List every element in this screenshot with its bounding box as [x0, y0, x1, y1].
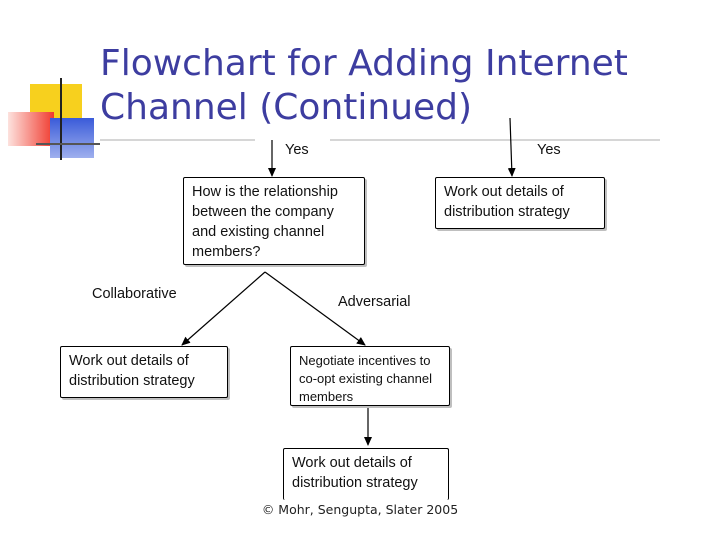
box-distribution-top-right: Work out details of distribution strateg… [435, 177, 605, 229]
box-relationship-question: How is the relationship between the comp… [183, 177, 365, 265]
label-collaborative: Collaborative [92, 286, 177, 302]
copyright-footer: © Mohr, Sengupta, Slater 2005 [261, 502, 459, 517]
box-negotiate-incentives: Negotiate incentives to co-opt existing … [290, 346, 450, 406]
deco-horizontal-line [36, 143, 100, 145]
box-distribution-bottom: Work out details of distribution strateg… [283, 448, 449, 500]
label-yes-right: Yes [537, 142, 561, 158]
arrow-yes-right [507, 117, 516, 177]
arrow-adversarial [264, 271, 366, 346]
arrow-collaborative [181, 271, 266, 346]
box-distribution-left: Work out details of distribution strateg… [60, 346, 228, 398]
page-title: Flowchart for Adding Internet Channel (C… [100, 42, 700, 130]
deco-blue-square [50, 118, 94, 158]
deco-vertical-line [60, 78, 62, 160]
label-yes-left: Yes [285, 142, 309, 158]
label-adversarial: Adversarial [338, 294, 411, 310]
title-line-1: Flowchart for Adding Internet [100, 43, 628, 84]
title-line-2: Channel (Continued) [100, 87, 473, 128]
deco-red-bar [8, 112, 54, 146]
